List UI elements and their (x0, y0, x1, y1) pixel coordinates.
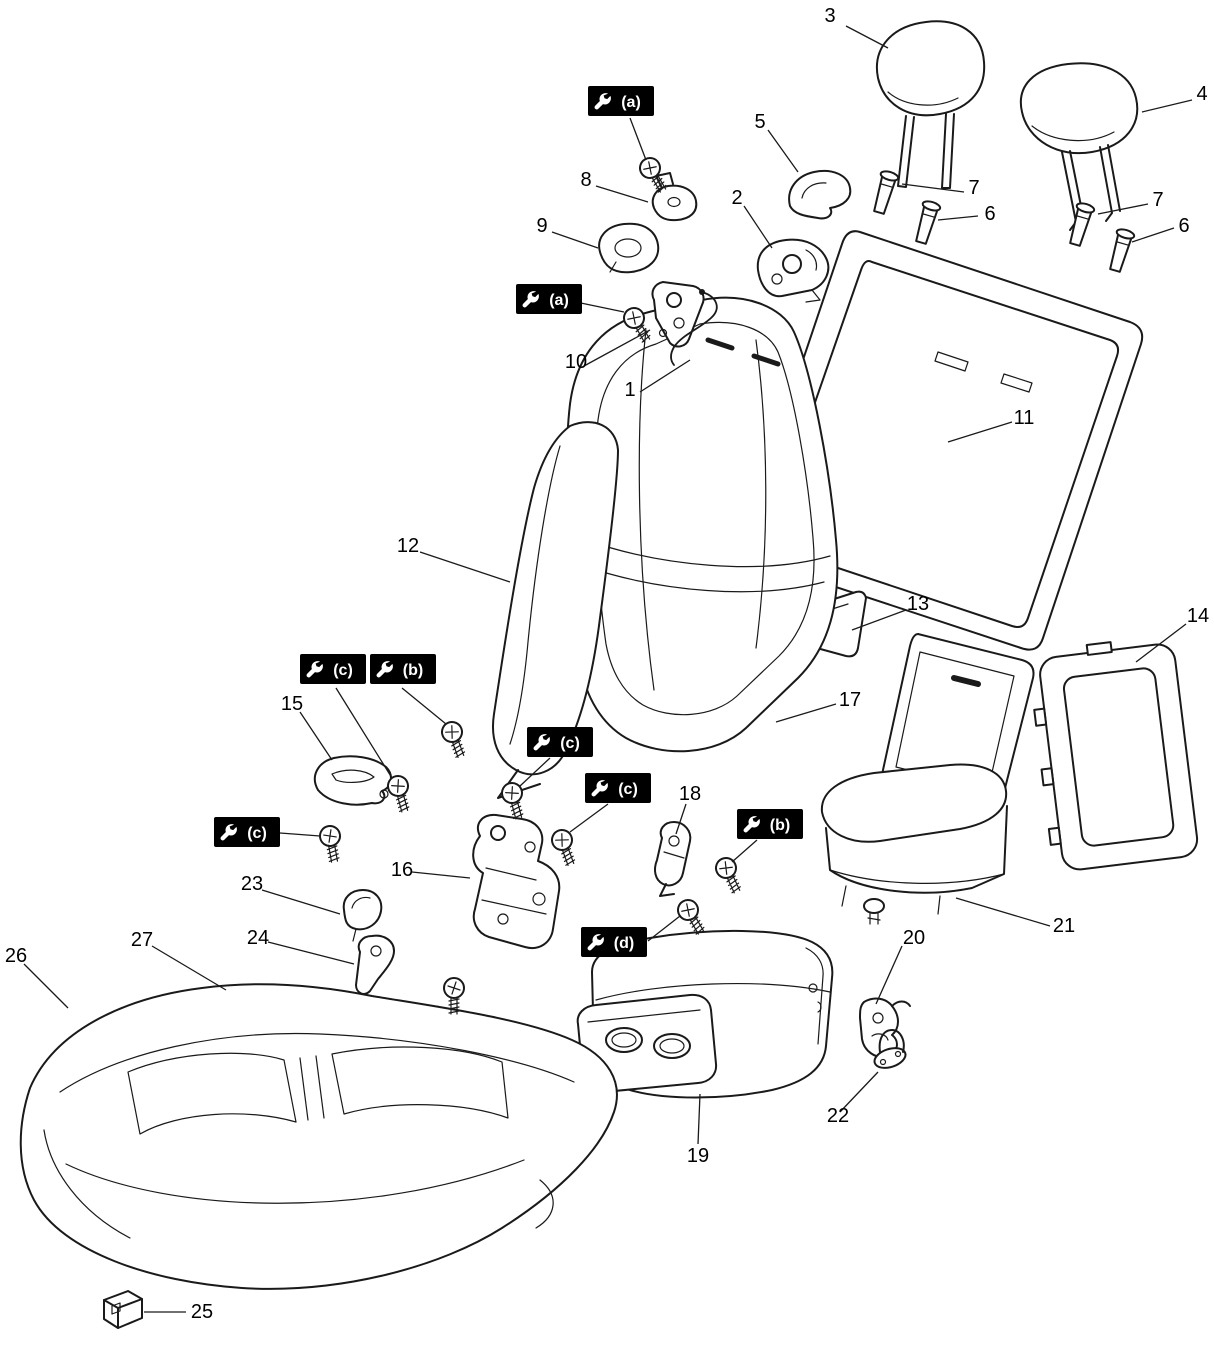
callout-11: 11 (1014, 407, 1035, 429)
callout-27: 27 (131, 929, 153, 951)
callout-22: 22 (827, 1105, 849, 1127)
callout-15: 15 (281, 693, 303, 715)
callout-7a: 7 (968, 177, 979, 199)
callout-24: 24 (247, 927, 269, 949)
wrench-marker-c1: (c) (300, 654, 366, 684)
leader-lines (23, 25, 1193, 1313)
lock-cover-9 (598, 222, 660, 274)
wrench-marker-c3: (c) (585, 773, 651, 803)
wrench-label: (b) (770, 817, 790, 834)
screw-icon (711, 853, 748, 897)
callout-6a: 6 (984, 203, 995, 225)
callout-17: 17 (839, 689, 861, 711)
hinge-bracket-10 (651, 281, 705, 348)
wrench-label: (a) (549, 292, 569, 309)
callout-16: 16 (391, 859, 413, 881)
child-seat-module (820, 633, 1035, 915)
latch-20 (859, 997, 911, 1058)
screw-icon (498, 779, 530, 822)
callout-25: 25 (191, 1301, 213, 1323)
seat-cushion (19, 983, 618, 1290)
headrest-guide-6b (1109, 228, 1136, 273)
callout-23: 23 (241, 873, 263, 895)
headrest-guide-7a (873, 170, 900, 215)
wrench-marker-a1: (a) (588, 86, 654, 116)
callout-8: 8 (580, 169, 591, 191)
callout-13: 13 (907, 593, 929, 615)
callout-6b: 6 (1178, 215, 1189, 237)
bracket-16 (472, 813, 561, 949)
wrench-label: (a) (621, 94, 641, 111)
wrench-label: (c) (247, 825, 267, 842)
wrench-label: (c) (618, 781, 638, 798)
callout-26: 26 (5, 945, 27, 967)
clip-25 (103, 1290, 143, 1329)
callout-12: 12 (397, 535, 419, 557)
wrench-label: (b) (403, 662, 423, 679)
backrest-frame-14 (1033, 641, 1199, 871)
headrest-guide-6a (915, 200, 942, 245)
callout-18: 18 (679, 783, 701, 805)
callout-1: 1 (624, 379, 635, 401)
wrench-label: (d) (614, 935, 634, 952)
screw-icon (384, 772, 416, 815)
armrest (576, 929, 834, 1099)
belt-guide-15 (313, 755, 392, 806)
screw-icon (438, 718, 472, 761)
cover-23 (342, 889, 383, 942)
wrench-label: (c) (560, 735, 580, 752)
callout-9: 9 (536, 215, 547, 237)
seatback-pad (565, 296, 839, 753)
callout-10: 10 (565, 351, 587, 373)
seatback-frame (740, 230, 1144, 651)
callout-5: 5 (754, 111, 765, 133)
wrench-marker-a2: (a) (516, 284, 582, 314)
wrench-marker-b2: (b) (737, 809, 803, 839)
callout-2: 2 (731, 187, 742, 209)
callout-21: 21 (1053, 915, 1075, 937)
wrench-marker-d1: (d) (581, 927, 647, 957)
screw-icon (548, 826, 582, 869)
wrench-markers: (a) (a) (c) (b) (c) (c) (c) (b) (214, 86, 803, 957)
pin-fastener (863, 898, 885, 925)
callout-20: 20 (903, 927, 925, 949)
bracket-18 (654, 821, 692, 897)
wrench-marker-c2: (c) (527, 727, 593, 757)
callout-labels: 3 4 5 8 7 6 2 9 7 6 10 1 11 12 13 14 15 … (5, 5, 1209, 1323)
guide-cover (788, 169, 852, 220)
headrest-center (875, 20, 986, 189)
wrench-marker-c4: (c) (214, 817, 280, 847)
callout-7b: 7 (1152, 189, 1163, 211)
wrench-label: (c) (333, 662, 353, 679)
seatback-lock (756, 238, 830, 303)
callout-3: 3 (824, 5, 835, 27)
side-bolster (492, 421, 619, 799)
headrest-guide-7b (1069, 202, 1096, 247)
striker-22 (873, 1029, 907, 1069)
screw-icon (317, 823, 346, 865)
wrench-marker-b1: (b) (370, 654, 436, 684)
release-rod (670, 289, 718, 366)
callout-19: 19 (687, 1145, 709, 1167)
callout-14: 14 (1187, 605, 1209, 627)
callout-4: 4 (1196, 83, 1207, 105)
